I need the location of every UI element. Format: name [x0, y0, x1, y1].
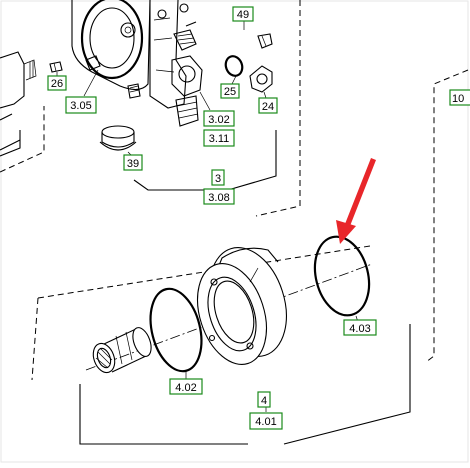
part-label-10: 10	[449, 89, 470, 106]
part-label-3-02: 3.02	[203, 110, 235, 127]
part-label-4-03: 4.03	[343, 319, 377, 336]
shaft-left-edge	[0, 113, 21, 151]
part-label-3-02-text: 3.02	[208, 114, 229, 126]
part-label-3-08: 3.08	[203, 188, 235, 205]
part-label-25: 25	[220, 83, 240, 99]
part-label-3-05-text: 3.05	[70, 100, 91, 112]
screw-26	[49, 61, 63, 73]
hex-fitting	[171, 55, 203, 97]
fitting-stem	[175, 95, 199, 127]
part-label-24: 24	[258, 97, 278, 114]
assembly-4-bracket-right	[283, 324, 411, 445]
part-label-26-text: 26	[51, 78, 63, 90]
part-label-3: 3	[211, 169, 225, 186]
part-label-3-11: 3.11	[203, 129, 235, 147]
part-label-26: 26	[47, 75, 67, 91]
plug-24	[249, 65, 273, 93]
housing-port	[120, 22, 136, 38]
shaft-spline	[23, 59, 37, 81]
top-dashed-boundary	[255, 0, 301, 217]
shaft-left	[0, 51, 25, 109]
part-label-49: 49	[232, 6, 254, 22]
oring-4-03	[313, 235, 371, 317]
part-label-3-08-text: 3.08	[208, 192, 229, 204]
part-label-49-text: 49	[237, 9, 249, 21]
pump-assembly	[0, 0, 301, 217]
assembly-4-boundary-top	[37, 245, 371, 299]
housing-bolt	[127, 83, 141, 99]
spline-sleeve	[92, 327, 152, 374]
housing-fitting	[85, 55, 101, 71]
left-dashed-boundary	[0, 106, 45, 173]
assembly-4-boundary-left	[31, 297, 39, 381]
arrow-head	[336, 220, 356, 244]
callout-arrow	[336, 158, 376, 244]
housing-oring-groove	[80, 0, 144, 80]
part-label-4-03-text: 4.03	[349, 323, 370, 335]
part-label-25-text: 25	[224, 86, 236, 98]
part-label-4-text: 4	[261, 395, 267, 407]
cap-39-body	[101, 132, 135, 148]
flange-housing	[197, 247, 287, 365]
arrow-shaft	[345, 158, 376, 226]
part-label-3-11-text: 3.11	[209, 133, 230, 145]
housing-outline	[71, 0, 151, 91]
part-label-4-02-text: 4.02	[175, 382, 196, 394]
part-label-4-02: 4.02	[169, 378, 203, 395]
part-label-39-text: 39	[127, 158, 139, 170]
bracket-3-right	[227, 130, 277, 191]
part-label-4-01: 4.01	[249, 412, 283, 430]
screw-49	[257, 33, 273, 49]
part-label-39: 39	[123, 154, 143, 171]
assembly-4	[31, 235, 411, 445]
pump-side-block	[149, 0, 187, 109]
part-label-4-01-text: 4.01	[255, 416, 276, 428]
part-label-4: 4	[257, 391, 271, 408]
threaded-plug	[173, 29, 197, 51]
part-label-3-05: 3.05	[65, 96, 97, 114]
assembly-4-bracket-left	[79, 384, 248, 445]
cap-39-top	[101, 125, 135, 139]
part-label-24-text: 24	[262, 101, 274, 113]
bracket-3-left	[133, 179, 210, 191]
part-label-3-text: 3	[215, 173, 221, 185]
right-dashed-boundary	[425, 69, 469, 363]
oring-25	[224, 55, 244, 77]
part-label-10-text: 10	[452, 93, 464, 105]
